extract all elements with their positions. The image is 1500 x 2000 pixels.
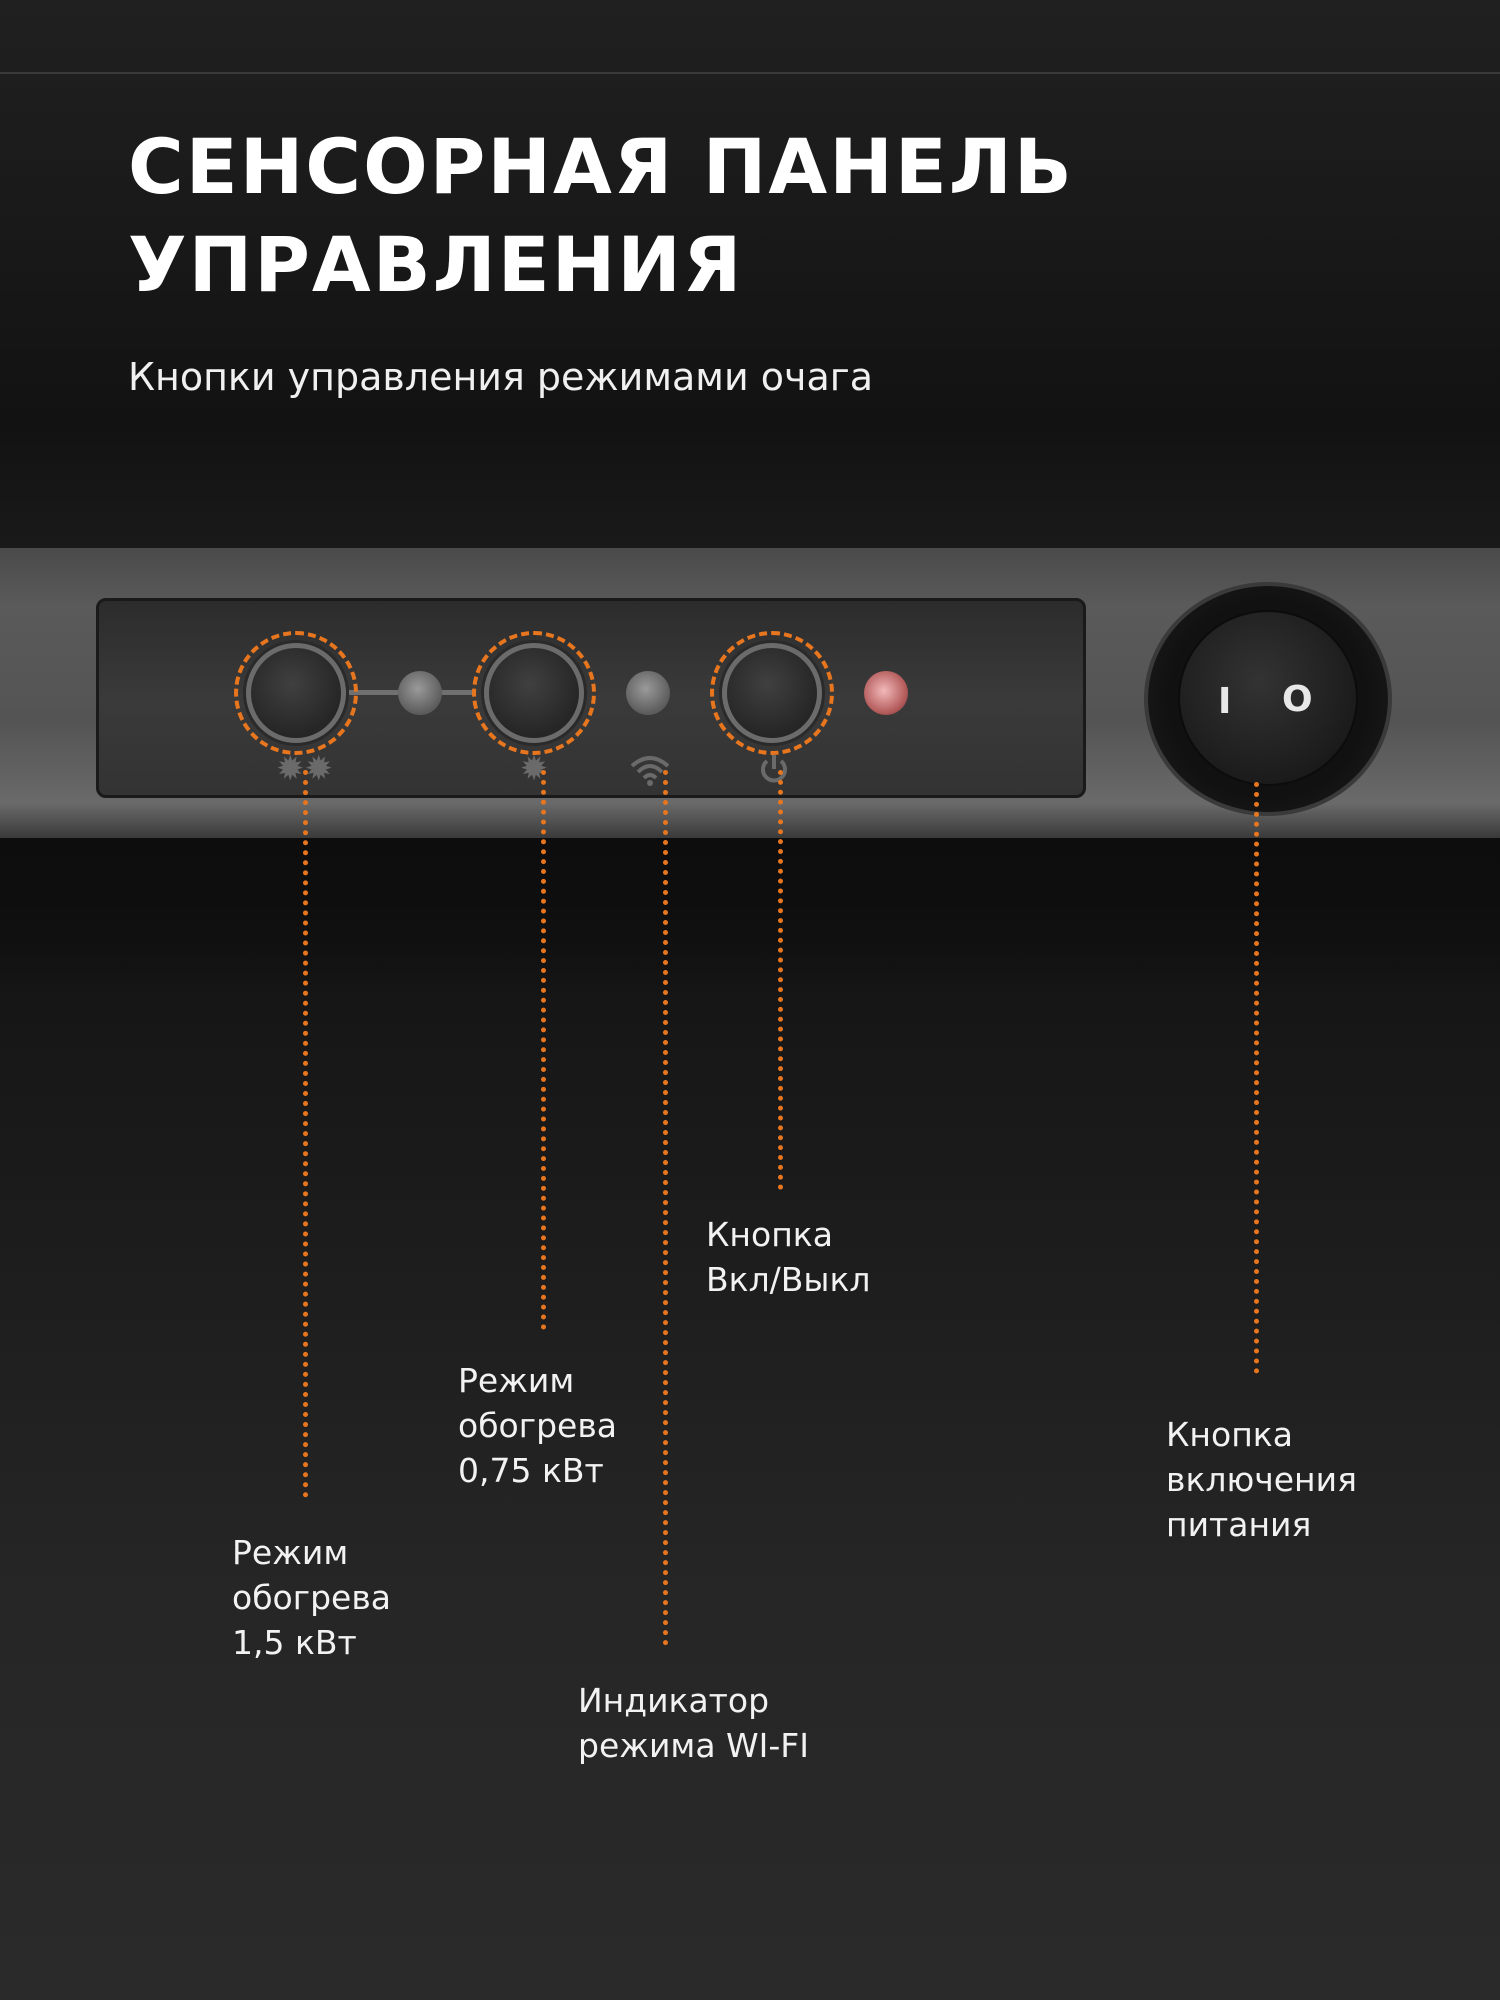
wifi-indicator-led [626,671,670,715]
heat-high-highlight [234,631,358,755]
label-heat-low-line-1: Режим [458,1361,575,1400]
leader-power-button [778,770,783,1190]
power-button-highlight [710,631,834,755]
label-power-button-line-2: Вкл/Выкл [706,1260,871,1299]
wifi-icon [628,752,672,792]
label-heat-low: Режим обогрева 0,75 кВт [458,1358,617,1493]
heat-led [398,671,442,715]
leader-heat-high [303,770,308,1498]
leader-main-switch [1254,782,1259,1374]
label-main-switch-line-3: питания [1166,1505,1312,1544]
label-heat-high: Режим обогрева 1,5 кВт [232,1530,391,1665]
label-main-switch: Кнопка включения питания [1166,1412,1357,1547]
power-icon-graphic [761,755,787,783]
label-wifi: Индикатор режима WI-FI [578,1678,809,1768]
switch-on-mark: I [1218,681,1232,722]
sun-icon: ✹ [519,749,549,789]
label-heat-low-line-2: обогрева [458,1406,617,1445]
page-subtitle: Кнопки управления режимами очага [128,355,873,399]
device-shadow [0,838,1500,998]
leader-wifi [663,770,668,1646]
label-wifi-line-1: Индикатор [578,1681,770,1720]
label-main-switch-line-1: Кнопка [1166,1415,1293,1454]
top-divider [0,72,1500,74]
sun-double-icon: ✹✹ [276,749,333,789]
wifi-icon-graphic [630,756,670,786]
switch-off-mark: O [1282,679,1313,720]
title-line-2: УПРАВЛЕНИЯ [128,220,744,309]
label-heat-high-line-3: 1,5 кВт [232,1623,357,1662]
label-heat-high-line-1: Режим [232,1533,349,1572]
label-heat-low-line-3: 0,75 кВт [458,1451,604,1490]
leader-heat-low [541,770,546,1330]
power-led [864,671,908,715]
heat-low-highlight [472,631,596,755]
label-power-button-line-1: Кнопка [706,1215,833,1254]
label-heat-high-line-2: обогрева [232,1578,391,1617]
power-icon [752,752,796,792]
title-line-1: СЕНСОРНАЯ ПАНЕЛЬ [128,122,1074,211]
main-power-switch[interactable] [1178,610,1358,786]
label-wifi-line-2: режима WI-FI [578,1726,810,1765]
label-power-button: Кнопка Вкл/Выкл [706,1212,871,1302]
page-title: СЕНСОРНАЯ ПАНЕЛЬ УПРАВЛЕНИЯ [128,118,1428,314]
label-main-switch-line-2: включения [1166,1460,1357,1499]
